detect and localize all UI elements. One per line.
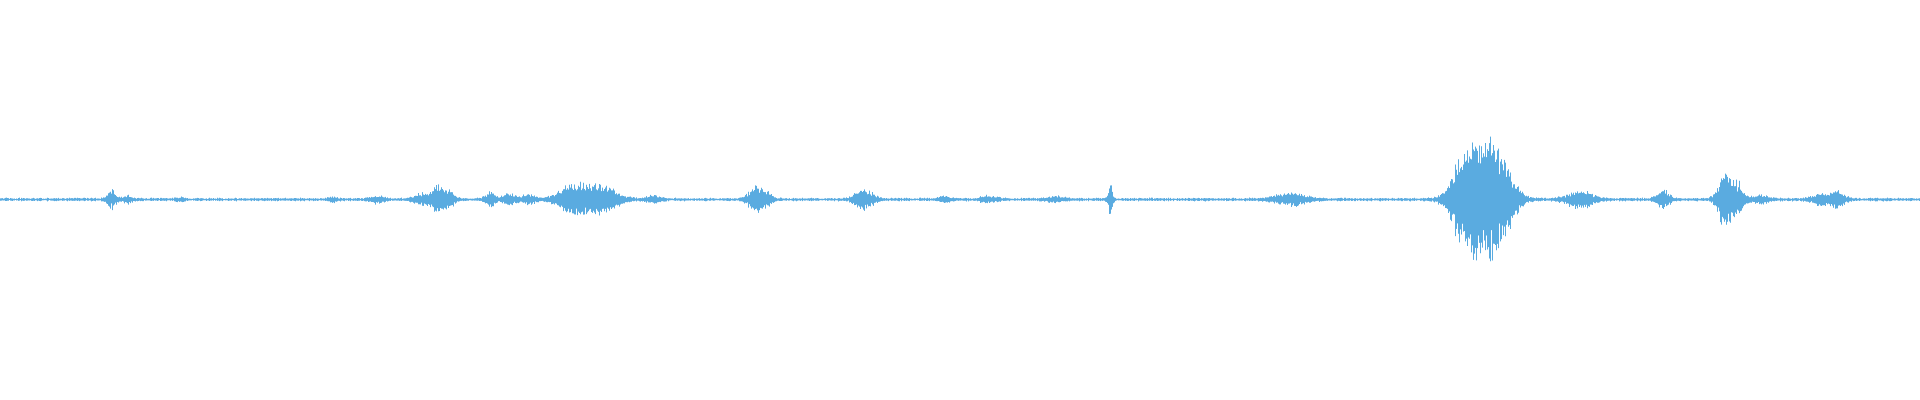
waveform-trace bbox=[0, 136, 1920, 262]
